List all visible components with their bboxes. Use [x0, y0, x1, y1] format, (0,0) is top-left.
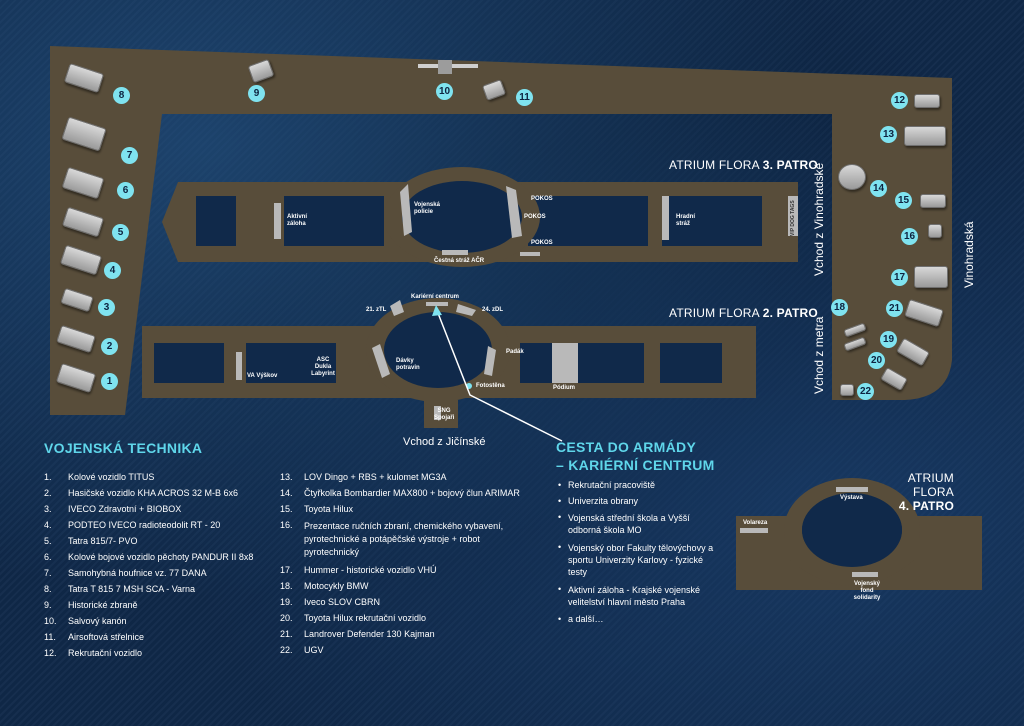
technika-item: 20.Toyota Hilux rekrutační vozidlo — [280, 613, 427, 623]
cesta-title-2: – KARIÉRNÍ CENTRUM — [556, 457, 715, 473]
technika-item: 12.Rekrutační vozidlo — [44, 648, 143, 658]
technika-item: 6.Kolové bojové vozidlo pěchoty PANDUR I… — [44, 552, 254, 562]
label-podium: Pódium — [553, 385, 575, 391]
marker-21[interactable]: 21 — [886, 300, 903, 317]
label-karierni-centrum: Kariérní centrum — [411, 294, 460, 300]
vehicle-15-icon — [920, 194, 946, 208]
floor-3-plan — [162, 167, 798, 267]
marker-4[interactable]: 4 — [104, 262, 121, 279]
label-pokos-3: POKOS — [531, 240, 553, 246]
technika-item: 7.Samohybná houfnice vz. 77 DANA — [44, 568, 207, 578]
technika-item: 10.Salvový kanón — [44, 616, 127, 626]
marker-8[interactable]: 8 — [113, 87, 130, 104]
label-vojensky-fond: Vojenský fond solidarity — [853, 581, 881, 601]
technika-item: 15.Toyota Hilux — [280, 504, 354, 514]
technika-item: 2.Hasičské vozidlo KHA ACROS 32 M-B 6x6 — [44, 488, 239, 498]
technika-list-col1: 1.Kolové vozidlo TITUS 2.Hasičské vozidl… — [44, 472, 274, 658]
label-vip-dog-tags: VIP DOG TAGS — [790, 200, 796, 236]
cesta-item: •a další… — [558, 614, 604, 624]
vehicle-13-icon — [904, 126, 946, 146]
marker-12[interactable]: 12 — [891, 92, 908, 109]
label-21-ztl: 21. zTL — [366, 307, 387, 313]
label-asc-dukla: ASC Dukla Labyrint — [311, 357, 335, 377]
entrance-vinohradske: Vchod z Vinohradské — [812, 162, 826, 276]
label-24-zdl: 24. zDL — [482, 307, 504, 313]
cesta-item: •Univerzita obrany — [558, 496, 639, 506]
label-va-vyskov: VA Výškov — [247, 373, 278, 379]
marker-18[interactable]: 18 — [831, 299, 848, 316]
vehicle-17-icon — [914, 266, 948, 288]
cesta-item: •Vojenský obor Fakulty tělovýchovy a spo… — [558, 542, 714, 577]
marker-10[interactable]: 10 — [436, 83, 453, 100]
vehicle-22-icon — [840, 384, 854, 396]
marker-11[interactable]: 11 — [516, 89, 533, 106]
technika-item: 16.Prezentace ručních zbraní, chemického… — [280, 520, 504, 557]
marker-16[interactable]: 16 — [901, 228, 918, 245]
label-vojenska-policie: Vojenská policie — [414, 202, 440, 215]
outer-corridor — [50, 46, 952, 415]
marker-19[interactable]: 19 — [880, 331, 897, 348]
label-vystava: Výstava — [840, 495, 863, 501]
floor-2-plan — [142, 298, 756, 442]
technika-item: 3.IVECO Zdravotní + BIOBOX — [44, 504, 182, 514]
floor-4-plan — [736, 478, 982, 590]
marker-17[interactable]: 17 — [891, 269, 908, 286]
cannon-icon — [418, 60, 478, 74]
marker-22[interactable]: 22 — [857, 383, 874, 400]
cesta-item: •Aktivní záloha - Krajské vojenské velit… — [558, 584, 701, 607]
marker-7[interactable]: 7 — [121, 147, 138, 164]
technika-item: 8.Tatra T 815 7 MSH SCA - Varna — [44, 584, 196, 594]
cesta-item: •Rekrutační pracoviště — [558, 480, 656, 490]
technika-list-col2: 13.LOV Dingo + RBS + kulomet MG3A 14.Čty… — [280, 472, 520, 655]
vehicle-14-icon — [838, 164, 866, 190]
technika-item: 13.LOV Dingo + RBS + kulomet MG3A — [280, 472, 447, 482]
marker-15[interactable]: 15 — [895, 192, 912, 209]
label-fotostena: Fotostěna — [476, 383, 505, 389]
technika-title: VOJENSKÁ TECHNIKA — [44, 440, 203, 456]
floor-3-title: ATRIUM FLORA 3. PATRO — [669, 158, 818, 172]
marker-6[interactable]: 6 — [117, 182, 134, 199]
technika-item: 19.Iveco SLOV CBRN — [280, 597, 381, 607]
cesta-list: •Rekrutační pracoviště •Univerzita obran… — [558, 480, 718, 624]
technika-item: 4.PODTEO IVECO radioteodolit RT - 20 — [44, 520, 221, 530]
label-davky-potravin: Dávky potravin — [396, 358, 420, 371]
marker-14[interactable]: 14 — [870, 180, 887, 197]
label-cestna-straz: Čestná stráž AČR — [434, 258, 485, 264]
marker-20[interactable]: 20 — [868, 352, 885, 369]
label-sng-spojari: SNG Spojaři — [434, 408, 455, 421]
technika-item: 11.Airsoftová střelnice — [44, 632, 145, 642]
technika-item: 14.Čtyřkolka Bombardier MAX800 + bojový … — [280, 488, 520, 498]
entrance-jicinske: Vchod z Jičínské — [403, 436, 486, 448]
vehicle-16-icon — [928, 224, 942, 238]
label-pokos-2: POKOS — [524, 214, 546, 220]
technika-item: 22.UGV — [280, 645, 324, 655]
marker-13[interactable]: 13 — [880, 126, 897, 143]
label-pokos-1: POKOS — [531, 196, 553, 202]
technika-item: 1.Kolové vozidlo TITUS — [44, 472, 155, 482]
entrance-metra: Vchod z metra — [812, 316, 826, 394]
label-padak: Padák — [506, 349, 524, 355]
technika-item: 5.Tatra 815/7- PVO — [44, 536, 138, 546]
marker-9[interactable]: 9 — [248, 85, 265, 102]
technika-item: 18.Motocykly BMW — [280, 581, 369, 591]
label-aktivni-zaloha: Aktivní záloha — [287, 214, 308, 227]
floor-2-title: ATRIUM FLORA 2. PATRO — [669, 306, 818, 320]
vehicle-12-icon — [914, 94, 940, 108]
street-vinohradska: Vinohradská — [962, 221, 976, 289]
marker-2[interactable]: 2 — [101, 338, 118, 355]
technika-item: 21.Landrover Defender 130 Kajman — [280, 629, 435, 639]
label-hradni-straz: Hradní stráž — [676, 214, 696, 227]
marker-5[interactable]: 5 — [112, 224, 129, 241]
marker-1[interactable]: 1 — [101, 373, 118, 390]
cesta-item: •Vojenská střední škola a Vyšší odborná … — [558, 512, 690, 535]
technika-item: 17.Hummer - historické vozidlo VHÚ — [280, 565, 437, 575]
marker-3[interactable]: 3 — [98, 299, 115, 316]
label-volareza: Volareza — [743, 520, 768, 526]
cesta-title-1: CESTA DO ARMÁDY — [556, 439, 697, 455]
technika-item: 9.Historické zbraně — [44, 600, 138, 610]
